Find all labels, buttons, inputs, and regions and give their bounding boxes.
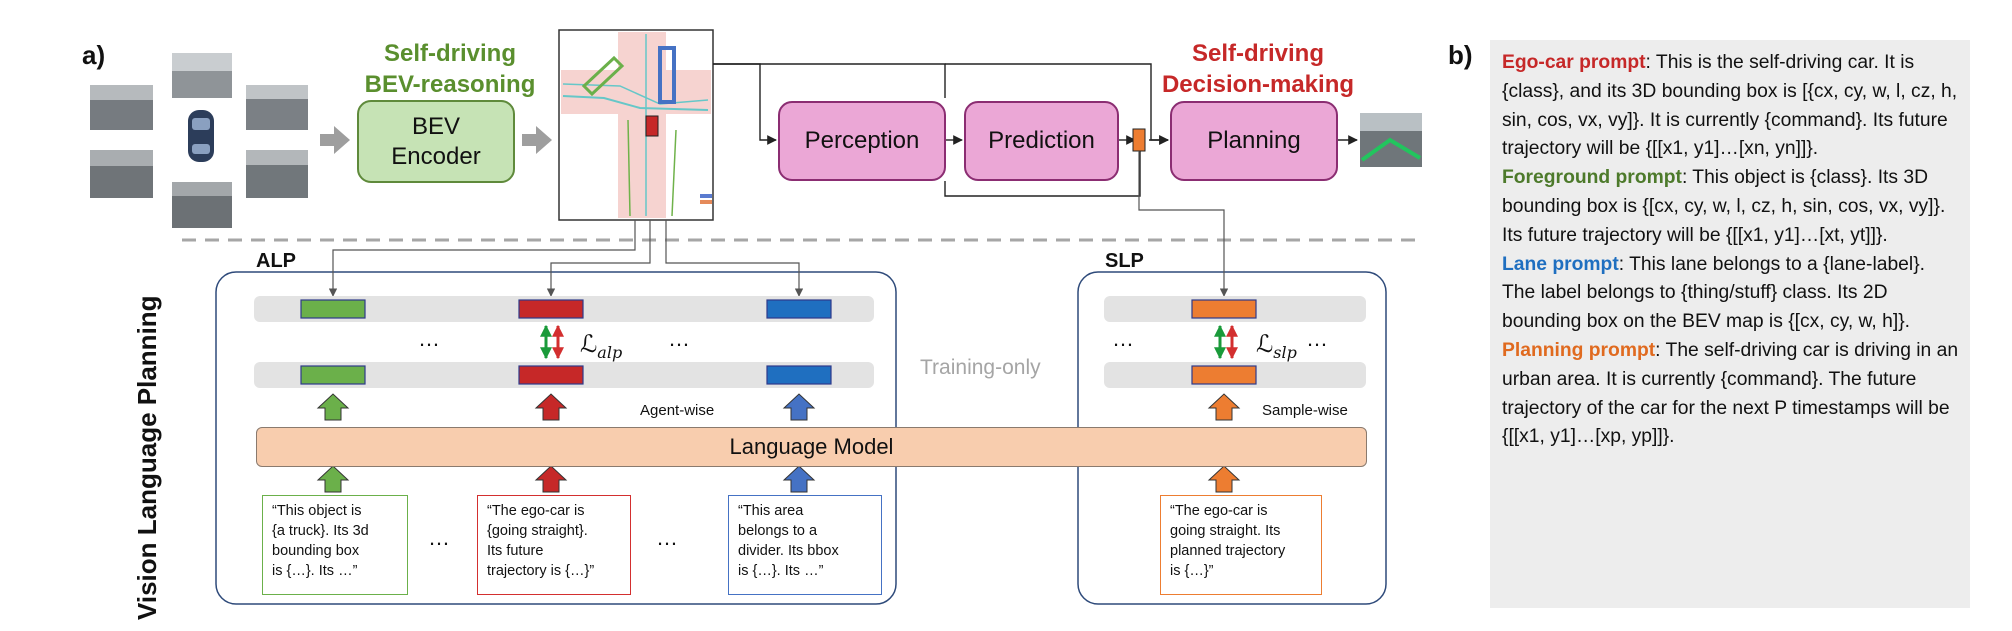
token-lane-top [766,299,832,319]
prompt-line: is {…}” [1170,563,1214,579]
prompt-line: “The ego-car is [487,503,585,519]
token-lane-bottom [766,365,832,385]
token-ego-bottom [518,365,584,385]
prompt-line: {a truck}. Its 3d [272,523,369,539]
token-fg-top [300,299,366,319]
bev-reasoning-heading: Self-driving BEV-reasoning [330,38,570,100]
alp-loss-arrows [540,324,564,360]
up-arrows [316,393,1241,493]
flow-lines [713,63,1358,197]
prompt-line: “This area [738,503,804,519]
prompt-line: divider. Its bbox [738,543,839,559]
prompt-box-foreground: “This object is {a truck}. Its 3d boundi… [262,495,408,595]
planning-prompt-text: : The self-driving car is driving in an … [1502,339,1959,448]
loss-symbol-alp: ℒ [580,330,598,358]
token-fg-bottom [300,365,366,385]
panel-a-label: a) [82,40,106,70]
prompt-line: bounding box [272,543,360,559]
prompt-line: is {…}. Its …” [272,563,358,579]
panel-b-label: b) [1448,40,1473,70]
planning-block: Planning [1170,101,1338,181]
ellipsis-prompts-right: … [656,525,680,550]
camera-images [90,53,308,228]
prompt-box-planning: “The ego-car is going straight. Its plan… [1160,495,1322,595]
bev-encoder-block: BEV Encoder [357,100,515,183]
decision-making-heading-line1: Self-driving [1191,40,1324,67]
ego-car-prompt-key: Ego-car prompt [1502,52,1646,73]
loss-subscript-alp: alp [597,342,623,362]
up-arrow-red-1 [534,393,568,421]
ellipsis-slp-left: … [1112,326,1136,351]
prompt-line: trajectory is {…}” [487,563,595,579]
loss-symbol-slp: ℒ [1256,330,1274,358]
foreground-prompt-text: : This object is {class}. Its 3D boundin… [1502,167,1946,246]
ellipsis-alp-right: … [668,326,692,351]
prompt-line: planned trajectory [1170,543,1286,559]
ellipsis-alp-left: … [418,326,442,351]
sample-wise-label: Sample-wise [1262,402,1348,419]
agent-wise-label: Agent-wise [640,402,715,419]
loss-subscript-slp: slp [1273,342,1297,362]
prompt-line: is {…}. Its …” [738,563,824,579]
prompt-line: belongs to a [738,523,818,539]
feature-tokens [300,299,1257,385]
bev-highlight-blue [658,46,676,104]
up-arrow-green-2 [316,465,350,493]
planning-prompt-template: Planning prompt: The self-driving car is… [1502,337,1960,452]
up-arrow-orange-1 [1207,393,1241,421]
bev-reasoning-heading-line2: BEV-reasoning [364,71,536,98]
planning-token-marker [1132,128,1146,152]
up-arrow-blue-1 [782,393,816,421]
foreground-prompt-key: Foreground prompt [1502,167,1682,189]
prompt-line: going straight. Its [1170,523,1281,539]
slp-loss-arrows [1214,324,1238,360]
bev-encoder-label-line2: Encoder [391,142,481,170]
token-plan-top [1191,299,1257,319]
language-model-bar: Language Model [256,427,1367,467]
ellipsis-prompts-left: … [428,525,452,550]
bev-map [558,29,714,221]
decision-making-heading-line2: Decision-making [1161,71,1355,98]
vision-language-planning-title: Vision Language Planning [132,295,162,620]
lane-prompt-text: : This lane belongs to a {lane-label}. T… [1502,253,1925,333]
prompt-templates-panel: Ego-car prompt: This is the self-driving… [1490,40,1970,608]
prompt-line: “This object is [272,503,362,519]
decision-making-heading: Self-driving Decision-making [1138,38,1378,100]
up-arrow-red-2 [534,465,568,493]
encoder-to-bev-arrow [522,126,552,154]
bev-highlight-red [645,115,659,137]
lane-prompt-template: Lane prompt: This lane belongs to a {lan… [1502,251,1960,337]
perception-block: Perception [778,101,946,181]
ellipsis-slp-right: … [1306,326,1330,351]
slp-loss-label: ℒslp [1256,330,1297,362]
slp-title: SLP [1105,250,1144,272]
ego-car-prompt-text: : This is the self-driving car. It is {c… [1502,52,1958,160]
token-ego-top [518,299,584,319]
ego-car-prompt-template: Ego-car prompt: This is the self-driving… [1502,49,1960,164]
alp-title: ALP [256,250,296,272]
prompt-box-lane: “This area belongs to a divider. Its bbo… [728,495,882,595]
token-plan-bottom [1191,365,1257,385]
bev-encoder-label-line1: BEV [411,112,460,140]
camera-to-encoder-arrow [320,126,350,154]
bev-reasoning-heading-line1: Self-driving [383,40,516,67]
up-arrow-orange-2 [1207,465,1241,493]
ego-car-icon [188,110,214,162]
output-image [1360,113,1422,167]
prompt-line: “The ego-car is [1170,503,1268,519]
prediction-block: Prediction [964,101,1119,181]
alp-loss-label: ℒalp [580,330,622,362]
up-arrow-green-1 [316,393,350,421]
connector-lines [328,151,1229,297]
prompt-box-ego-car: “The ego-car is {going straight}. Its fu… [477,495,631,595]
up-arrow-blue-2 [782,465,816,493]
planning-prompt-key: Planning prompt [1502,339,1656,361]
training-only-label: Training-only [920,356,1041,379]
foreground-prompt-template: Foreground prompt: This object is {class… [1502,164,1960,250]
lane-prompt-key: Lane prompt [1502,253,1619,275]
prompt-line: {going straight}. [487,523,588,539]
prompt-line: Its future [487,543,544,559]
